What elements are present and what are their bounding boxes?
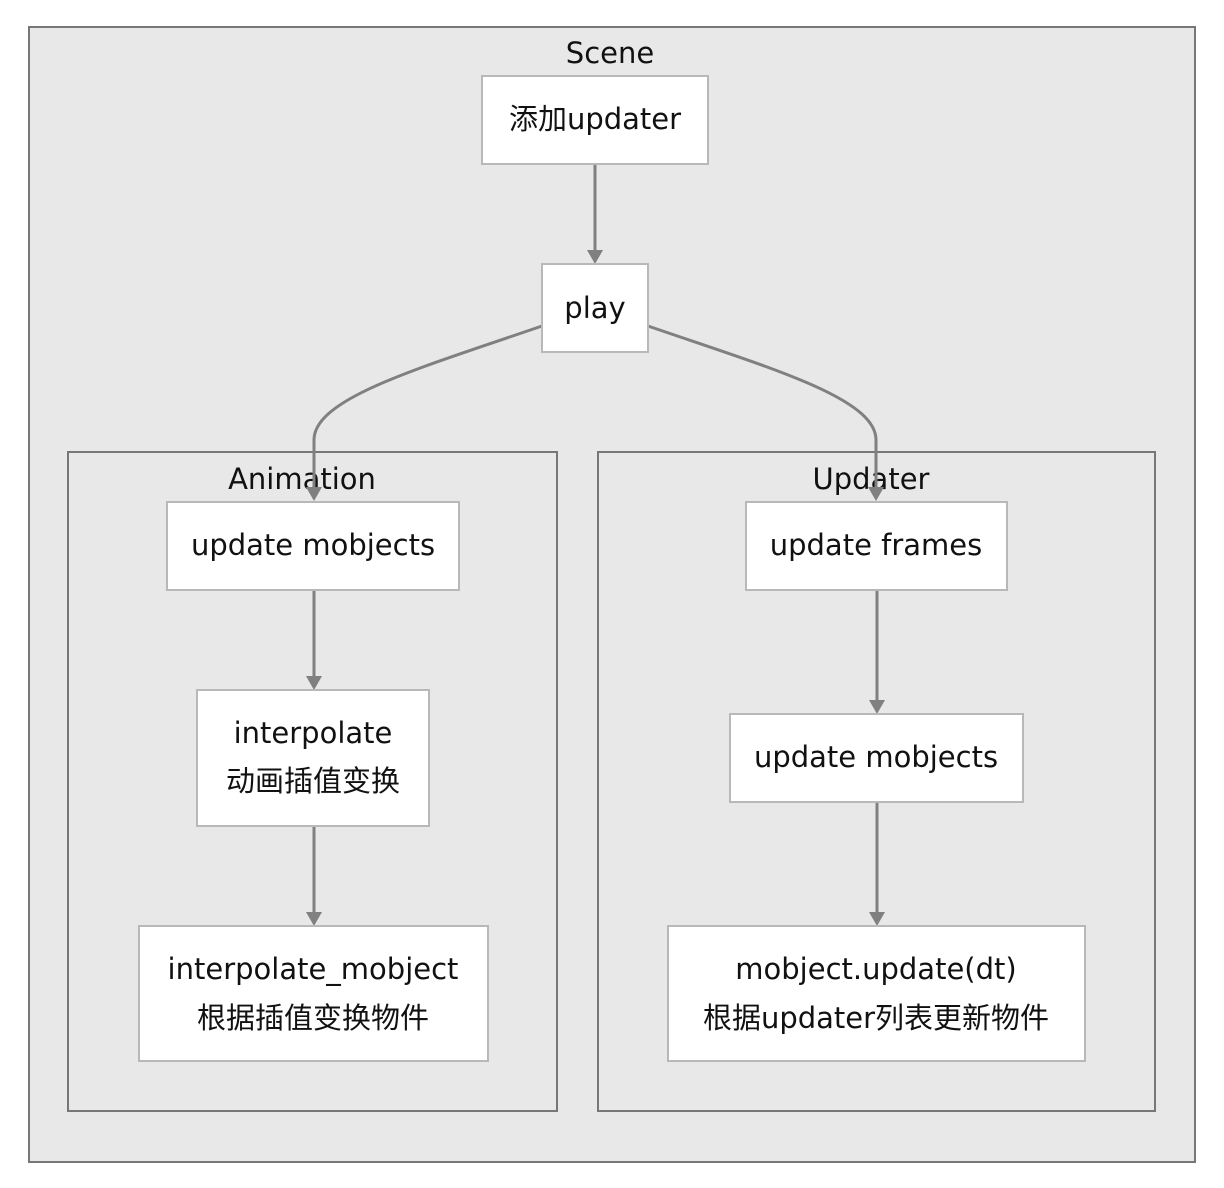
node-mobject-update-line-1: mobject.update(dt) [735,952,1016,986]
node-add-updater: 添加updater [481,75,709,165]
arrowhead-anim-update-mobjects [306,487,322,501]
node-interpolate-mobject: interpolate_mobject 根据插值变换物件 [138,925,489,1062]
node-interpolate-mobject-line-1: interpolate_mobject [168,952,459,986]
node-upd-update-mobjects: update mobjects [729,713,1024,803]
node-interpolate-mobject-line-2: 根据插值变换物件 [197,1001,429,1035]
node-play: play [541,263,649,353]
scene-cluster-label: Scene [566,36,654,70]
edges [306,164,885,926]
node-play-label: play [564,291,625,325]
edge-play-to-update-frames [647,324,878,488]
node-anim-update-mobjects: update mobjects [166,501,460,591]
node-mobject-update: mobject.update(dt) 根据updater列表更新物件 [667,925,1086,1062]
node-mobject-update-line-2: 根据updater列表更新物件 [703,1001,1049,1035]
node-interpolate-line-2: 动画插值变换 [226,764,400,798]
node-interpolate-line-1: interpolate [234,716,393,750]
node-add-updater-label: 添加updater [509,102,681,136]
arrowhead-upd-update-mobjects [869,700,885,714]
node-anim-update-mobjects-label: update mobjects [191,528,435,562]
arrowhead-interpolate-mobject [306,912,322,926]
arrowhead-update-frames [868,487,884,501]
arrowhead-mobject-update [869,912,885,926]
node-interpolate: interpolate 动画插值变换 [196,689,430,827]
node-upd-update-mobjects-label: update mobjects [754,740,998,774]
arrowhead-play [587,250,603,264]
arrowhead-interpolate [306,676,322,690]
node-update-frames: update frames [745,501,1008,591]
edge-play-to-anim-update-mobjects [312,324,543,488]
animation-cluster-label: Animation [228,462,376,496]
node-update-frames-label: update frames [770,528,983,562]
